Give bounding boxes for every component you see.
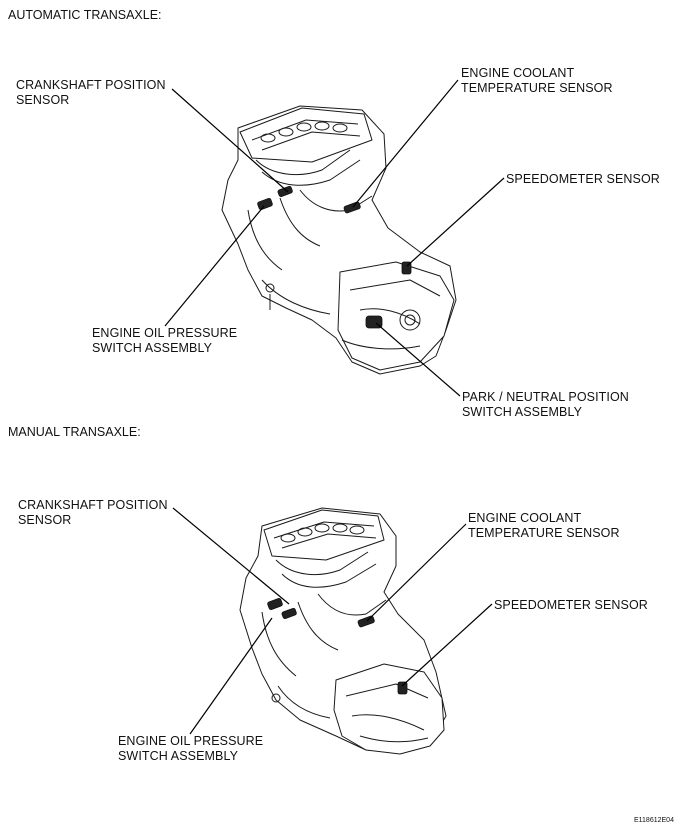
- engine-illustration-manual: [239, 507, 447, 755]
- leader-oil-pressure-auto: [164, 205, 265, 327]
- section-title-automatic: AUTOMATIC TRANSAXLE:: [8, 8, 162, 22]
- leader-coolant-auto: [352, 79, 459, 208]
- leader-speedometer-auto: [406, 177, 505, 267]
- leader-coolant-manual: [366, 523, 467, 622]
- engine-illustration-automatic: [221, 105, 457, 375]
- label-engine-oil-pressure-switch-auto: ENGINE OIL PRESSURE SWITCH ASSEMBLY: [92, 326, 238, 355]
- label-engine-coolant-temperature-sensor-manual: ENGINE COOLANT TEMPERATURE SENSOR: [468, 511, 620, 540]
- section-title-manual: MANUAL TRANSAXLE:: [8, 425, 141, 439]
- leader-oil-pressure-manual: [189, 617, 273, 735]
- label-engine-oil-pressure-switch-manual: ENGINE OIL PRESSURE SWITCH ASSEMBLY: [118, 734, 264, 763]
- label-park-neutral-position-switch-auto: PARK / NEUTRAL POSITION SWITCH ASSEMBLY: [462, 390, 629, 419]
- label-speedometer-sensor-auto: SPEEDOMETER SENSOR: [506, 172, 660, 186]
- leader-crankshaft-manual: [172, 507, 290, 605]
- label-engine-coolant-temperature-sensor-auto: ENGINE COOLANT TEMPERATURE SENSOR: [461, 66, 613, 95]
- label-crankshaft-position-sensor-manual: CRANKSHAFT POSITION SENSOR: [18, 498, 168, 527]
- label-crankshaft-position-sensor-auto: CRANKSHAFT POSITION SENSOR: [16, 78, 166, 107]
- leader-crankshaft-auto: [171, 88, 289, 193]
- leader-park-neutral-auto: [375, 322, 461, 397]
- figure-code: E118612E04: [634, 817, 674, 824]
- label-speedometer-sensor-manual: SPEEDOMETER SENSOR: [494, 598, 648, 612]
- leader-speedometer-manual: [401, 603, 493, 687]
